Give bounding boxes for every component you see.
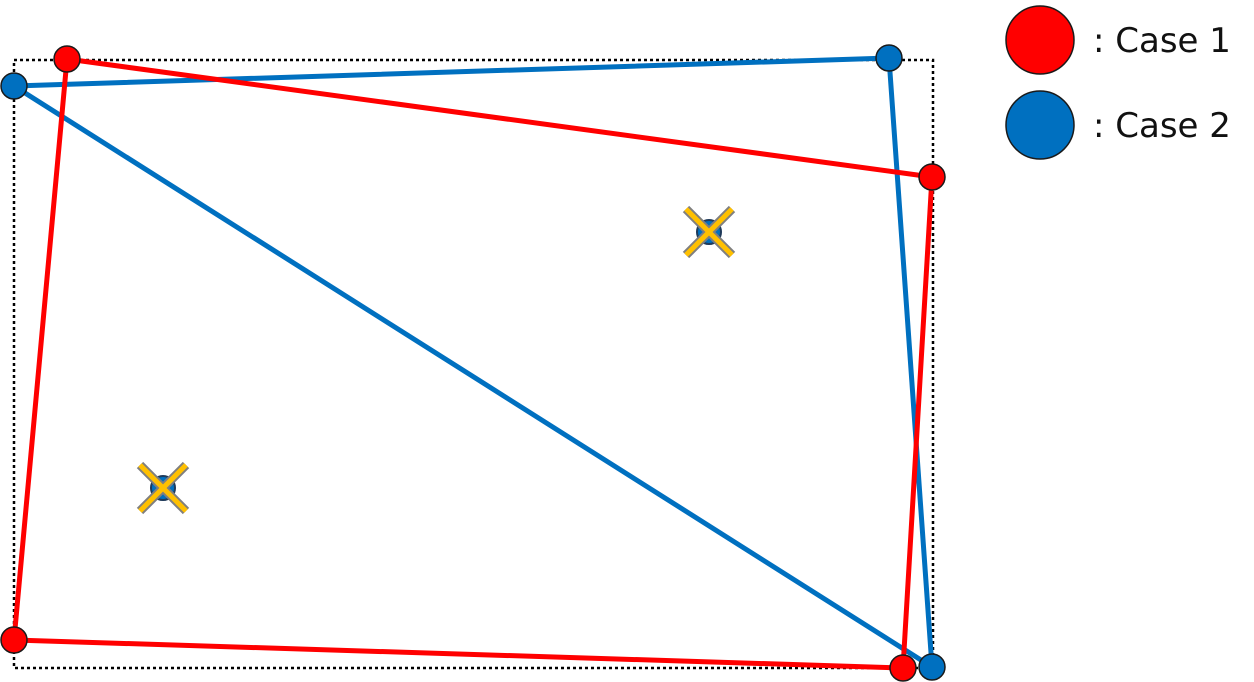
case-1-outline — [11, 56, 935, 671]
case-2-outline — [11, 55, 935, 670]
case-2-vertex — [0, 72, 28, 100]
legend: : Case 1 : Case 2 — [1005, 5, 1231, 160]
case-2-vertex — [918, 653, 946, 681]
dotted-reference-frame — [12, 58, 935, 670]
case-1-vertex — [889, 654, 917, 682]
case-1-vertex — [0, 626, 28, 654]
removed-vertex-marker — [682, 205, 736, 259]
x-cross-icon — [682, 205, 736, 259]
case-2-vertex — [875, 44, 903, 72]
legend-item-case-2: : Case 2 — [1005, 90, 1231, 160]
case-1-vertex — [53, 45, 81, 73]
removed-vertex-marker — [136, 461, 190, 515]
case-1-vertex — [918, 163, 946, 191]
legend-swatch-case-2 — [1005, 90, 1075, 160]
legend-label-case-2: : Case 2 — [1093, 106, 1231, 146]
legend-swatch-case-1 — [1005, 5, 1075, 75]
legend-label-case-1: : Case 1 — [1093, 21, 1231, 61]
legend-item-case-1: : Case 1 — [1005, 5, 1231, 75]
x-cross-icon — [136, 461, 190, 515]
